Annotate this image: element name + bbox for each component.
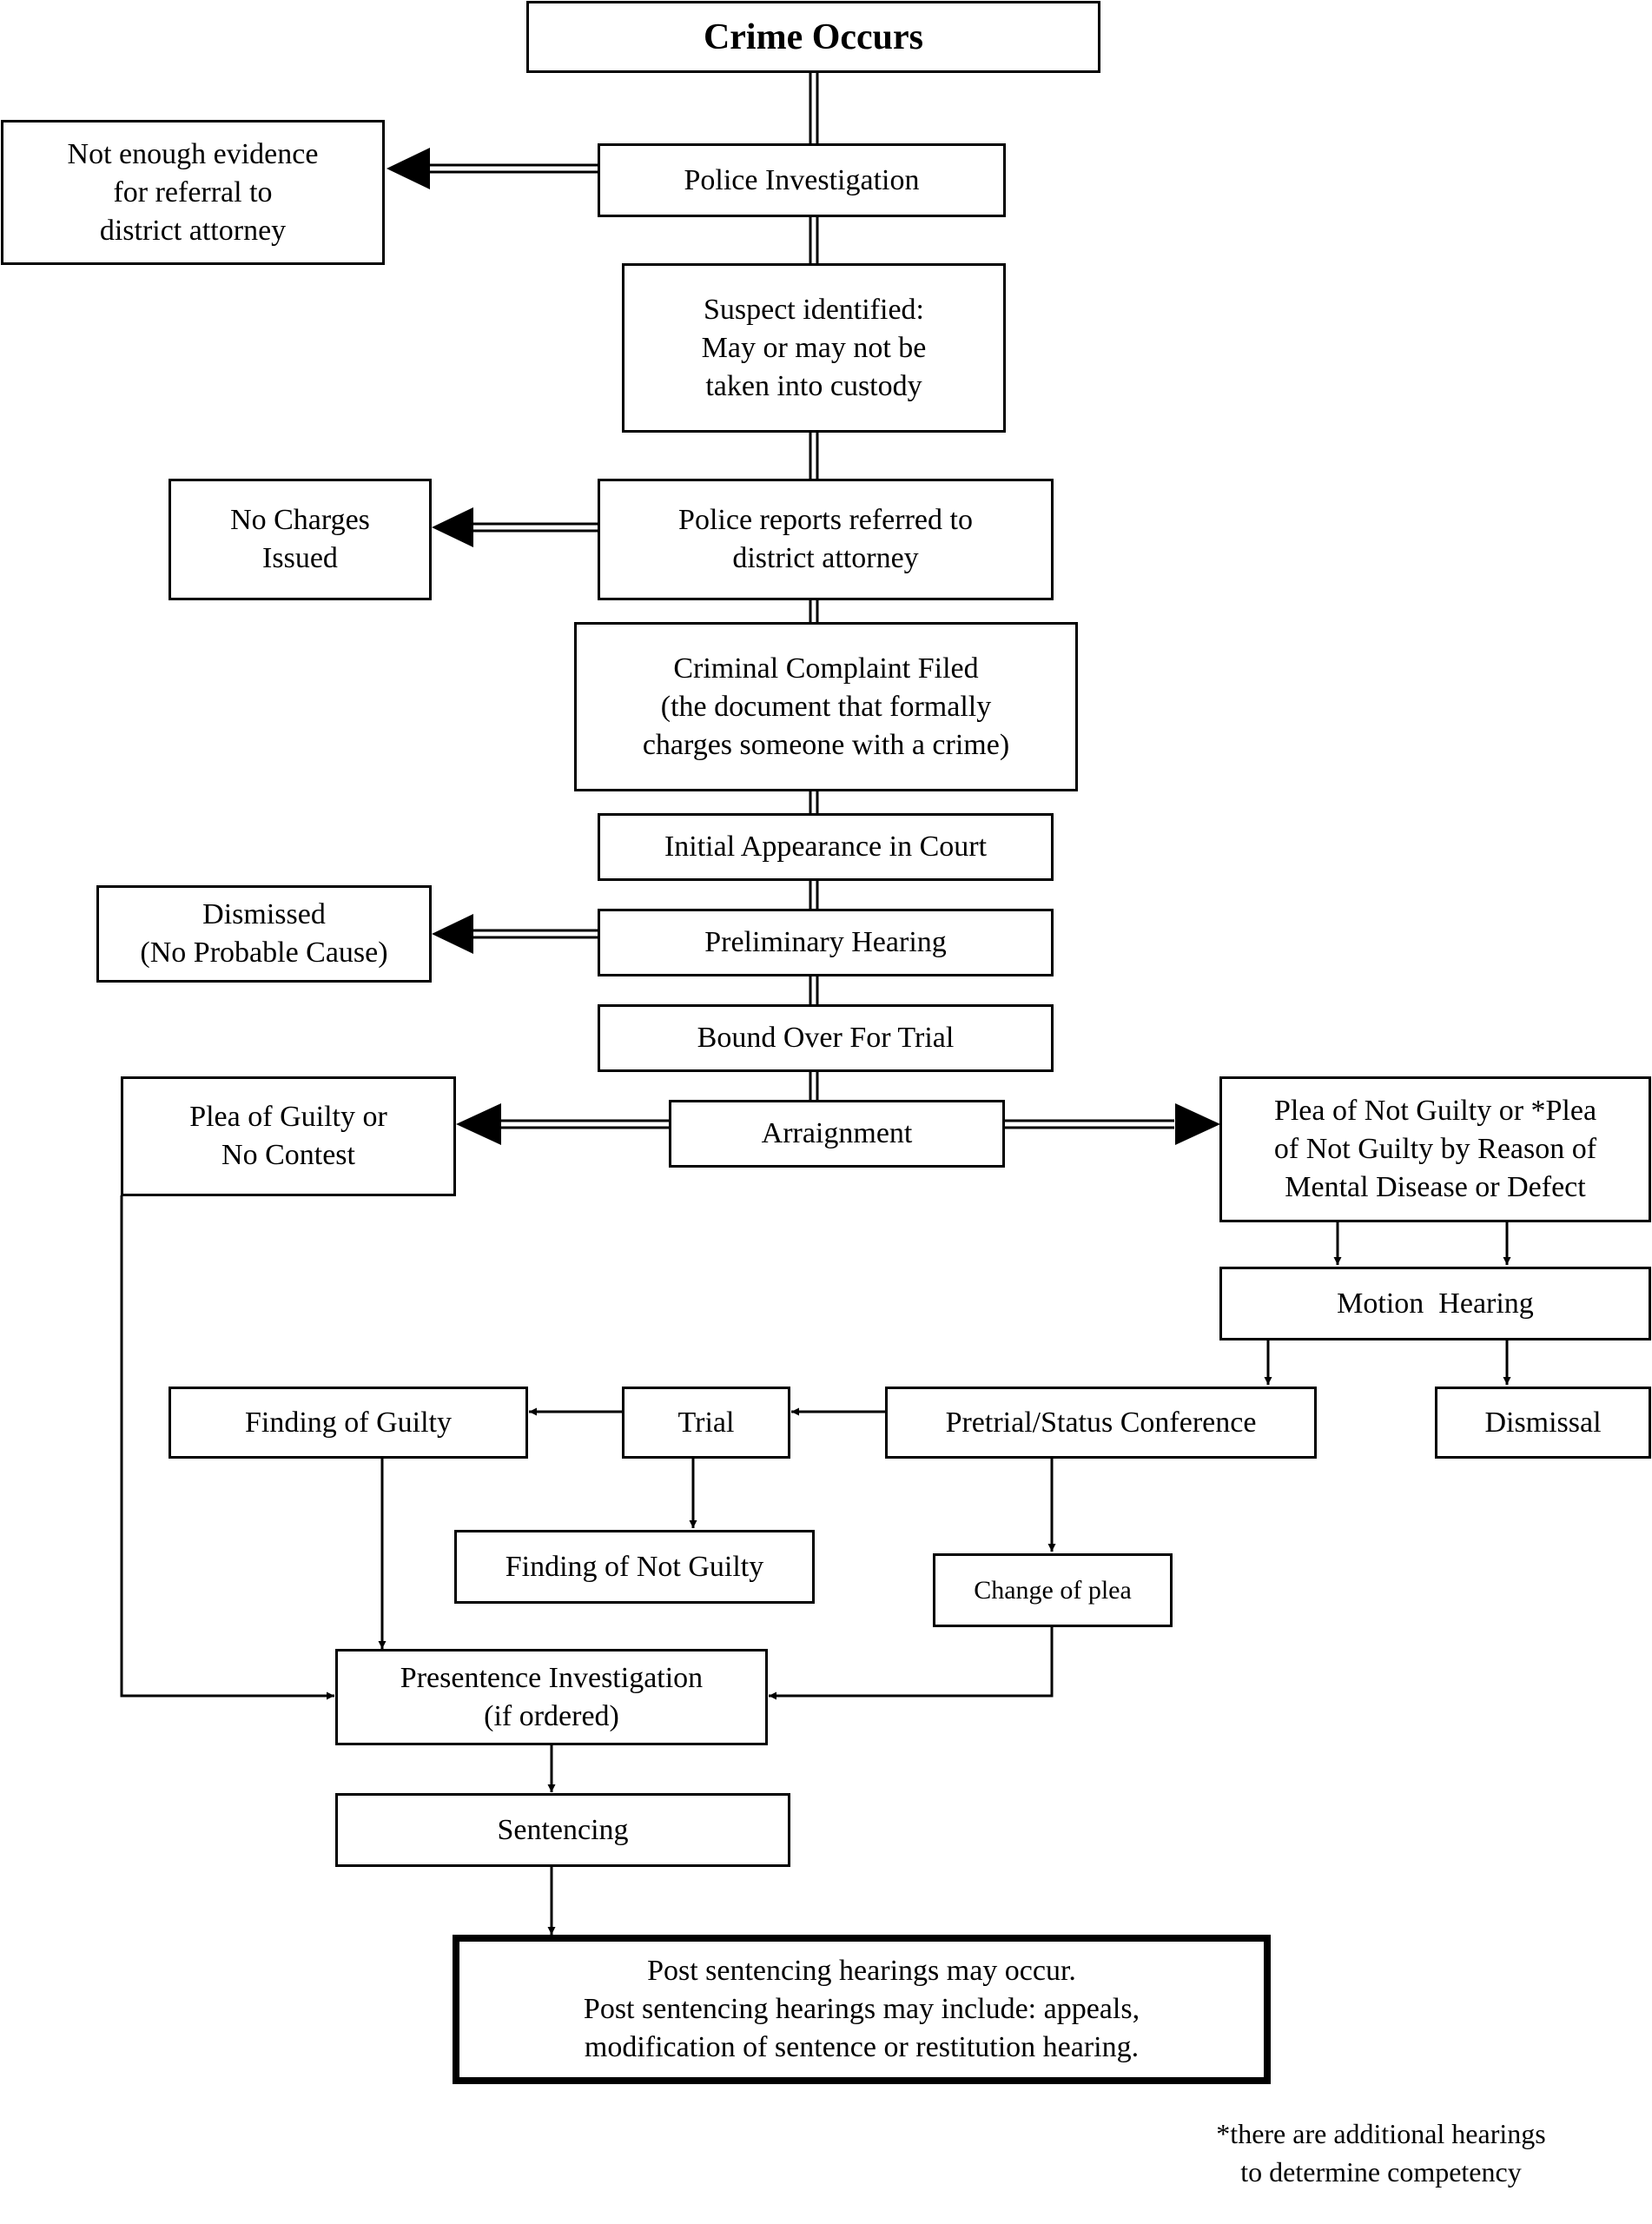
post-sentencing-box: Post sentencing hearings may occur. Post… [453, 1935, 1271, 2084]
presentence-investigation-box: Presentence Investigation (if ordered) [335, 1649, 768, 1745]
trial-box: Trial [622, 1387, 790, 1459]
motion-hearing-box: Motion Hearing [1219, 1267, 1651, 1340]
police-investigation-box: Police Investigation [598, 143, 1006, 217]
arraignment-box: Arraignment [669, 1100, 1005, 1168]
criminal-complaint-box: Criminal Complaint Filed (the document t… [574, 622, 1078, 791]
branch-plea-not-guilty [1005, 1119, 1174, 1129]
arrow-plea-guilty-to-presentence [120, 1195, 334, 1700]
branch-dismissed [472, 929, 598, 939]
pretrial-conference-box: Pretrial/Status Conference [885, 1387, 1317, 1459]
initial-appearance-box: Initial Appearance in Court [598, 813, 1054, 881]
branch-plea-guilty [499, 1119, 669, 1129]
suspect-identified-box: Suspect identified: May or may not be ta… [622, 263, 1006, 433]
spine-connector [809, 71, 819, 1101]
arrowhead-not-enough-evidence [387, 148, 430, 189]
dismissed-box: Dismissed (No Probable Cause) [96, 885, 432, 983]
preliminary-hearing-box: Preliminary Hearing [598, 909, 1054, 976]
not-enough-evidence-box: Not enough evidence for referral to dist… [1, 120, 385, 265]
bound-over-box: Bound Over For Trial [598, 1004, 1054, 1072]
arrowhead-plea-guilty [456, 1103, 501, 1145]
branch-not-enough-evidence [428, 163, 598, 174]
police-reports-box: Police reports referred to district atto… [598, 479, 1054, 600]
finding-not-guilty-box: Finding of Not Guilty [454, 1530, 815, 1604]
branch-no-charges [472, 522, 598, 533]
plea-not-guilty-box: Plea of Not Guilty or *Plea of Not Guilt… [1219, 1076, 1651, 1222]
finding-guilty-box: Finding of Guilty [169, 1387, 528, 1459]
sentencing-box: Sentencing [335, 1793, 790, 1867]
change-of-plea-box: Change of plea [933, 1553, 1173, 1627]
plea-guilty-box: Plea of Guilty or No Contest [121, 1076, 456, 1196]
dismissal-box: Dismissal [1435, 1387, 1651, 1459]
no-charges-box: No Charges Issued [169, 479, 432, 600]
competency-footnote: *there are additional hearings to determ… [1216, 2118, 1546, 2188]
arrowhead-no-charges [432, 507, 473, 547]
arrowhead-dismissed [432, 914, 473, 954]
arrow-change-of-plea-to-presentence [769, 1626, 1054, 1700]
arrowhead-plea-not-guilty [1175, 1103, 1220, 1145]
crime-occurs-box: Crime Occurs [526, 1, 1100, 73]
